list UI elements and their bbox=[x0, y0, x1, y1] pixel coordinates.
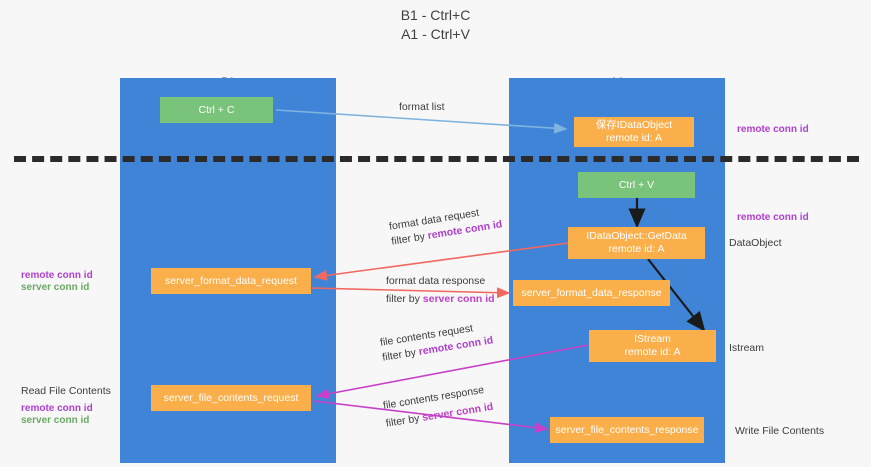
edge-label-format-data-response-line2: filter by server conn id bbox=[386, 292, 495, 307]
edge-label-file-contents-response: file contents response filter by server … bbox=[382, 382, 494, 432]
box-server-format-data-response[interactable]: server_format_data_response bbox=[513, 280, 670, 306]
box-istream-label: IStream bbox=[634, 333, 671, 345]
label-left-remote-conn-id-mid: remote conn id bbox=[21, 270, 93, 281]
filter-by-prefix-4: filter by bbox=[384, 412, 424, 430]
edge-label-format-list-line1: format list bbox=[399, 101, 445, 113]
box-idataobject-getdata-label: IDataObject::GetData bbox=[586, 230, 687, 242]
box-server-format-data-response-label: server_format_data_response bbox=[521, 286, 662, 299]
label-left-remote-conn-id-bottom: remote conn id bbox=[21, 403, 93, 414]
label-istream: Istream bbox=[729, 342, 765, 354]
label-left-server-conn-id-mid: server conn id bbox=[21, 282, 90, 293]
box-server-file-contents-response-label: server_file_contents_response bbox=[555, 423, 699, 436]
box-server-file-contents-request-label: server_file_contents_request bbox=[163, 391, 299, 404]
phase-separator bbox=[14, 156, 859, 162]
box-save-idataobject-label: 保存IDataObject bbox=[595, 119, 673, 131]
box-istream-sub: remote id: A bbox=[624, 346, 681, 358]
box-istream[interactable]: IStream remote id: A bbox=[589, 330, 716, 362]
label-write-file-contents: Write File Contents bbox=[735, 425, 825, 437]
box-idataobject-getdata-sub: remote id: A bbox=[608, 243, 665, 255]
box-idataobject-getdata[interactable]: IDataObject::GetData remote id: A bbox=[568, 227, 705, 259]
box-ctrl-v-label: Ctrl + V bbox=[618, 178, 655, 191]
edge-label-format-data-response: format data response filter by server co… bbox=[386, 274, 495, 307]
page-title: B1 - Ctrl+C A1 - Ctrl+V bbox=[400, 7, 471, 42]
box-server-file-contents-request[interactable]: server_file_contents_request bbox=[151, 385, 311, 411]
label-remote-conn-id-mid: remote conn id bbox=[737, 212, 809, 223]
label-remote-conn-id-top: remote conn id bbox=[737, 124, 809, 135]
box-save-idataobject[interactable]: 保存IDataObject remote id: A bbox=[574, 117, 694, 147]
label-dataobject: DataObject bbox=[729, 237, 782, 249]
server-conn-id-token-1: server conn id bbox=[422, 293, 495, 305]
box-ctrl-c[interactable]: Ctrl + C bbox=[160, 97, 273, 123]
edge-label-format-data-request: format data request filter by remote con… bbox=[388, 202, 503, 249]
filter-by-prefix-2: filter by bbox=[386, 293, 423, 305]
label-left-server-conn-id-bottom: server conn id bbox=[21, 415, 90, 426]
box-server-format-data-request-label: server_format_data_request bbox=[165, 274, 297, 287]
label-read-file-contents: Read File Contents bbox=[21, 385, 111, 397]
box-server-file-contents-response[interactable]: server_file_contents_response bbox=[550, 417, 704, 443]
box-ctrl-c-label: Ctrl + C bbox=[198, 103, 235, 116]
box-ctrl-v[interactable]: Ctrl + V bbox=[578, 172, 695, 198]
box-server-format-data-request[interactable]: server_format_data_request bbox=[151, 268, 311, 294]
box-save-idataobject-sub: remote id: A bbox=[605, 132, 663, 144]
edge-label-format-list: format list bbox=[399, 100, 445, 115]
edge-label-format-data-response-line1: format data response bbox=[386, 275, 486, 287]
edge-label-file-contents-request: file contents request filter by remote c… bbox=[379, 318, 494, 365]
